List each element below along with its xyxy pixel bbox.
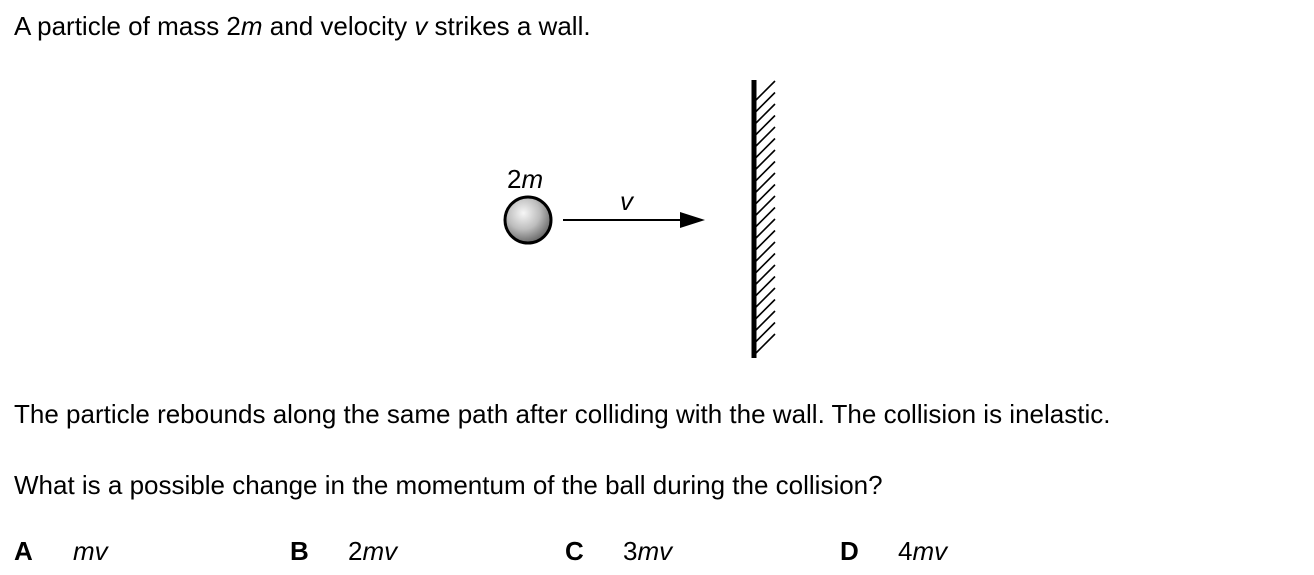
hatch-line <box>755 333 776 354</box>
hatch-line <box>755 275 776 297</box>
option-b-value: 2mv <box>348 536 398 566</box>
hatch-line <box>755 206 776 228</box>
hatch-line <box>755 149 776 170</box>
wall-hatching <box>755 80 776 354</box>
option-c-letter: C <box>565 536 584 566</box>
hatch-line <box>755 114 776 136</box>
option-a-letter: A <box>14 536 33 566</box>
hatch-line <box>755 241 776 262</box>
hatch-line <box>755 183 776 205</box>
hatch-line <box>755 229 776 251</box>
hatch-line <box>755 103 776 124</box>
hatch-line <box>755 298 776 320</box>
hatch-line <box>755 137 776 159</box>
velocity-label: v <box>620 186 635 216</box>
hatch-line <box>755 160 776 182</box>
intro-text-2: and velocity <box>262 11 415 41</box>
option-d-value: 4mv <box>898 536 948 566</box>
intro-mass-symbol: m <box>240 11 263 41</box>
intro-text-1: A particle of mass 2 <box>14 11 241 41</box>
particle-ball <box>503 195 553 245</box>
hatch-line <box>755 310 776 331</box>
option-b[interactable]: B 2mv <box>290 536 397 566</box>
hatch-line <box>755 91 776 113</box>
option-c[interactable]: C 3mv <box>565 536 672 566</box>
option-d-letter: D <box>840 536 859 566</box>
option-c-value: 3mv <box>623 536 673 566</box>
intro-text-3: strikes a wall. <box>427 11 591 41</box>
hatch-line <box>755 264 776 285</box>
question-statement: The particle rebounds along the same pat… <box>14 399 1111 429</box>
hatch-line <box>755 321 776 343</box>
question-intro: A particle of mass 2m and velocity v str… <box>14 11 591 41</box>
option-b-letter: B <box>290 536 309 566</box>
hatch-line <box>755 126 776 147</box>
hatch-line <box>755 80 776 101</box>
hatch-line <box>755 218 776 239</box>
hatch-line <box>755 287 776 308</box>
intro-velocity-symbol: v <box>414 11 428 41</box>
particle-wall-diagram: 2m v <box>503 80 776 358</box>
option-d[interactable]: D 4mv <box>840 536 947 566</box>
question-prompt: What is a possible change in the momentu… <box>14 470 883 500</box>
velocity-arrow-head <box>680 212 705 228</box>
hatch-line <box>755 172 776 193</box>
hatch-line <box>755 252 776 274</box>
hatch-line <box>755 195 776 216</box>
option-a-value: mv <box>73 536 108 566</box>
mass-label: 2m <box>507 164 543 194</box>
